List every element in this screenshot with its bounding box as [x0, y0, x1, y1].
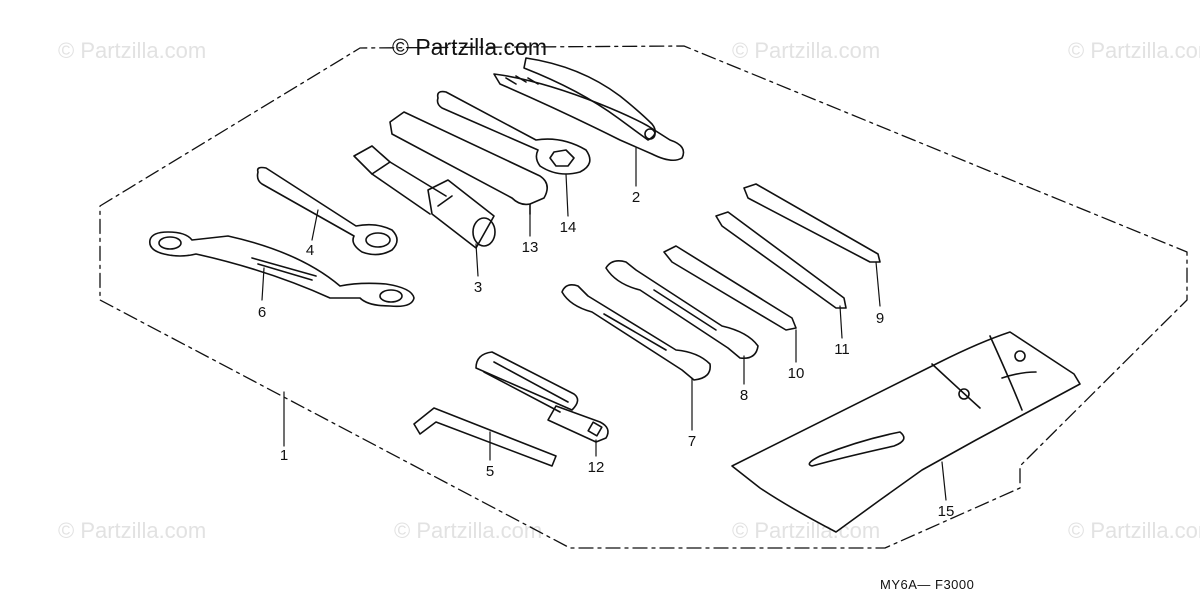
watermark-top-right: © Partzilla.com — [1068, 38, 1200, 63]
handle-bar-13 — [389, 111, 548, 215]
hex-key-5 — [413, 407, 557, 467]
box-spanner-3 — [353, 145, 496, 249]
callout-1: 1 — [280, 447, 288, 464]
screwdriver-11 — [715, 211, 847, 309]
watermark-bottom-mid-right: © Partzilla.com — [732, 518, 881, 543]
watermark-bottom-center: © Partzilla.com — [394, 518, 543, 543]
ring-wrench-6 — [148, 231, 415, 308]
callout-7: 7 — [688, 433, 696, 450]
callout-14: 14 — [560, 219, 577, 236]
callout-11: 11 — [834, 341, 850, 358]
diagram-code: MY6A— F3000 — [880, 577, 975, 592]
callout-10: 10 — [788, 365, 805, 382]
pliers-2 — [493, 57, 685, 162]
tool-bag-15 — [731, 331, 1081, 533]
callout-leader-lines — [261, 147, 947, 501]
callout-15: 15 — [938, 503, 955, 520]
open-wrench-8 — [605, 260, 759, 360]
callout-13: 13 — [522, 239, 539, 256]
callout-2: 2 — [632, 189, 640, 206]
open-wrench-7 — [561, 284, 711, 381]
watermark-top-center: © Partzilla.com — [392, 34, 547, 60]
callout-3: 3 — [474, 279, 482, 296]
kit-boundary-outline — [99, 45, 1188, 549]
watermark-top-mid-right: © Partzilla.com — [732, 38, 881, 63]
callout-4: 4 — [306, 242, 314, 259]
screwdriver-10 — [663, 245, 797, 331]
ring-spanner-4 — [256, 166, 398, 256]
watermark-top-left: © Partzilla.com — [58, 38, 207, 63]
callout-5: 5 — [486, 463, 494, 480]
watermark-bottom-left: © Partzilla.com — [58, 518, 207, 543]
callout-8: 8 — [740, 387, 748, 404]
callout-6: 6 — [258, 304, 266, 321]
hex-spanner-14 — [436, 90, 591, 175]
callout-9: 9 — [876, 310, 884, 327]
screwdriver-handle-12 — [475, 351, 609, 443]
screwdriver-9 — [743, 183, 881, 263]
watermark-bottom-right: © Partzilla.com — [1068, 518, 1200, 543]
callout-12: 12 — [588, 459, 605, 476]
